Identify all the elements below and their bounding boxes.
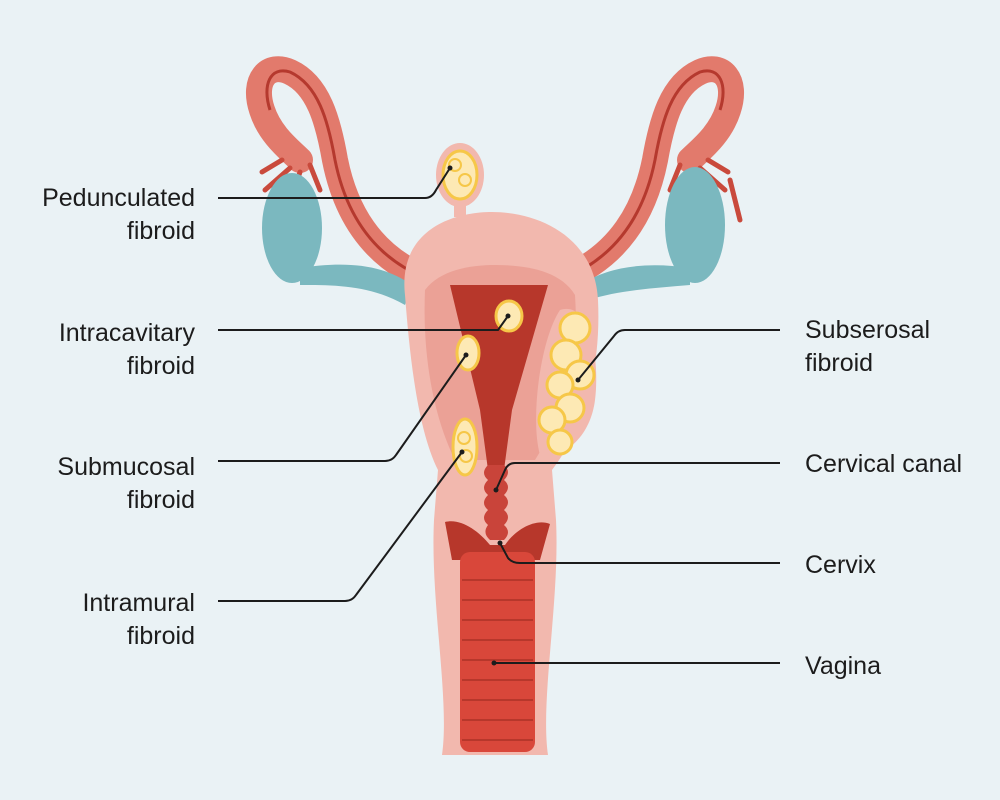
leader-submucosal [218,354,467,462]
vagina-shape [460,552,535,752]
pedunculated-fibroid [436,143,484,217]
label-line: fibroid [805,349,874,377]
leader-cervix [499,542,780,564]
label-subserosal-fibroid: Subserosal fibroid [805,314,930,380]
right-ovary [580,167,725,300]
label-line: Submucosal [57,453,195,481]
cervix-shape [445,521,550,560]
leader-subserosal [577,329,780,381]
label-line: Pedunculated [42,184,195,212]
label-line: Intramural [82,589,195,617]
cervical-canal-shape [484,465,508,540]
label-line: Subserosal [805,316,931,344]
label-submucosal-fibroid: Submucosal fibroid [57,451,195,517]
leader-intramural [218,451,463,602]
label-line: fibroid [126,622,195,650]
label-cervix: Cervix [805,549,876,582]
label-intracavitary-fibroid: Intracavitary fibroid [59,317,195,383]
leader-pedunculated [218,167,451,199]
intramural-fibroid [451,417,479,477]
label-line: Vagina [805,652,881,680]
label-vagina: Vagina [805,650,881,683]
label-intramural-fibroid: Intramural fibroid [82,587,195,653]
left-ovary [262,173,412,305]
label-line: Intracavitary [58,319,195,347]
label-line: Cervical canal [805,450,963,478]
uterine-cavity [450,285,548,470]
left-fallopian-tube [246,56,438,291]
label-line: Cervix [805,551,876,579]
label-line: fibroid [126,217,195,245]
subserosal-fibroid [536,308,597,456]
label-cervical-canal: Cervical canal [805,448,962,481]
leader-intracavitary [218,315,509,331]
label-line: fibroid [126,352,195,380]
submucosal-fibroid [455,334,481,372]
label-line: fibroid [126,486,195,514]
leader-cervical-canal [495,462,780,491]
label-pedunculated-fibroid: Pedunculated fibroid [42,182,195,248]
